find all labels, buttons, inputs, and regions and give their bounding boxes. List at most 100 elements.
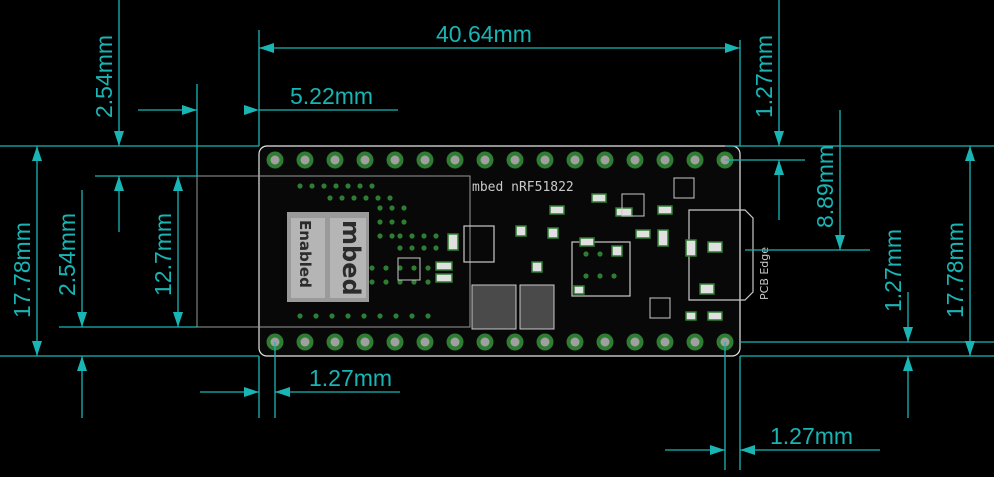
dimension-labels: 40.64mm 5.22mm 2.54mm 17.78mm 2.54mm 12.…: [9, 21, 968, 449]
logo-main: mbed: [337, 220, 365, 296]
via: [433, 233, 439, 239]
reset-button: [463, 225, 495, 263]
pin-hole: [330, 337, 340, 347]
test-pad: [397, 257, 421, 281]
label-top-right-gap: 1.27mm: [751, 35, 777, 118]
smd-component: [657, 205, 673, 215]
pin-hole: [390, 155, 400, 165]
via: [377, 205, 383, 211]
smd-component: [685, 239, 697, 257]
pcb-edge-label: PCB Edge: [758, 247, 771, 300]
via: [363, 195, 369, 201]
smd-component: [707, 241, 723, 253]
via: [397, 245, 403, 251]
via: [393, 313, 399, 319]
smd-component: [447, 233, 459, 251]
vias: [297, 183, 617, 319]
via: [397, 279, 403, 285]
via: [401, 205, 407, 211]
label-bottom-right-gap: 1.27mm: [770, 423, 853, 449]
via: [409, 245, 415, 251]
label-top-pin-gap-left: 2.54mm: [91, 35, 117, 118]
smd-component: [591, 193, 607, 203]
label-board-width-right: 17.78mm: [942, 222, 968, 318]
usb-connector-outline: [688, 209, 754, 301]
label-board-width-left: 17.78mm: [9, 222, 35, 318]
pin-hole: [450, 155, 460, 165]
via: [397, 265, 403, 271]
label-module-height: 12.7mm: [150, 213, 176, 296]
pin-hole: [360, 337, 370, 347]
pin-hole: [690, 337, 700, 347]
via: [389, 233, 395, 239]
via: [339, 195, 345, 201]
mcu-chip: [571, 241, 631, 297]
via: [397, 233, 403, 239]
via: [409, 233, 415, 239]
pin-hole: [630, 337, 640, 347]
test-pad: [649, 297, 671, 319]
via: [361, 313, 367, 319]
smd-component: [531, 261, 543, 273]
via: [425, 313, 431, 319]
led-indicator: [471, 284, 517, 330]
via: [421, 233, 427, 239]
via: [387, 195, 393, 201]
smd-component: [435, 261, 453, 271]
pin-hole: [660, 337, 670, 347]
pin-hole: [270, 155, 280, 165]
via: [309, 183, 315, 189]
via: [401, 219, 407, 225]
pin-hole: [630, 155, 640, 165]
pin-hole: [690, 155, 700, 165]
pin-hole: [600, 155, 610, 165]
smd-component: [579, 237, 595, 247]
mbed-logo: mbed Enabled: [291, 218, 366, 298]
via: [345, 313, 351, 319]
via: [297, 313, 303, 319]
smd-component: [515, 225, 527, 237]
via: [425, 265, 431, 271]
via: [597, 251, 603, 257]
header-pins: [266, 151, 734, 351]
pin-hole: [540, 155, 550, 165]
via: [345, 183, 351, 189]
board-title: mbed nRF51822: [472, 180, 574, 195]
via: [369, 265, 375, 271]
label-bottom-left-gap: 1.27mm: [309, 365, 392, 391]
via: [383, 265, 389, 271]
button-2: [519, 284, 555, 330]
pin-hole: [450, 337, 460, 347]
smd-component: [707, 311, 723, 321]
pin-hole: [330, 155, 340, 165]
smd-component: [549, 205, 565, 215]
via: [377, 313, 383, 319]
label-usb-offset: 8.89mm: [812, 145, 838, 228]
via: [369, 183, 375, 189]
pin-hole: [660, 155, 670, 165]
via: [433, 245, 439, 251]
via: [409, 313, 415, 319]
via: [383, 279, 389, 285]
label-module-inner-offset: 2.54mm: [54, 213, 80, 296]
pin-hole: [420, 337, 430, 347]
test-pad: [673, 177, 695, 199]
via: [321, 183, 327, 189]
via: [377, 219, 383, 225]
pin-hole: [300, 337, 310, 347]
via: [375, 195, 381, 201]
via: [357, 183, 363, 189]
pin-hole: [480, 337, 490, 347]
pin-hole: [480, 155, 490, 165]
smd-component: [573, 285, 585, 295]
via: [611, 273, 617, 279]
via: [421, 245, 427, 251]
label-right-small-gap: 1.27mm: [880, 229, 906, 312]
pin-hole: [570, 155, 580, 165]
via: [333, 183, 339, 189]
via: [597, 273, 603, 279]
smd-component: [635, 229, 651, 239]
via: [351, 195, 357, 201]
pin-hole: [510, 155, 520, 165]
